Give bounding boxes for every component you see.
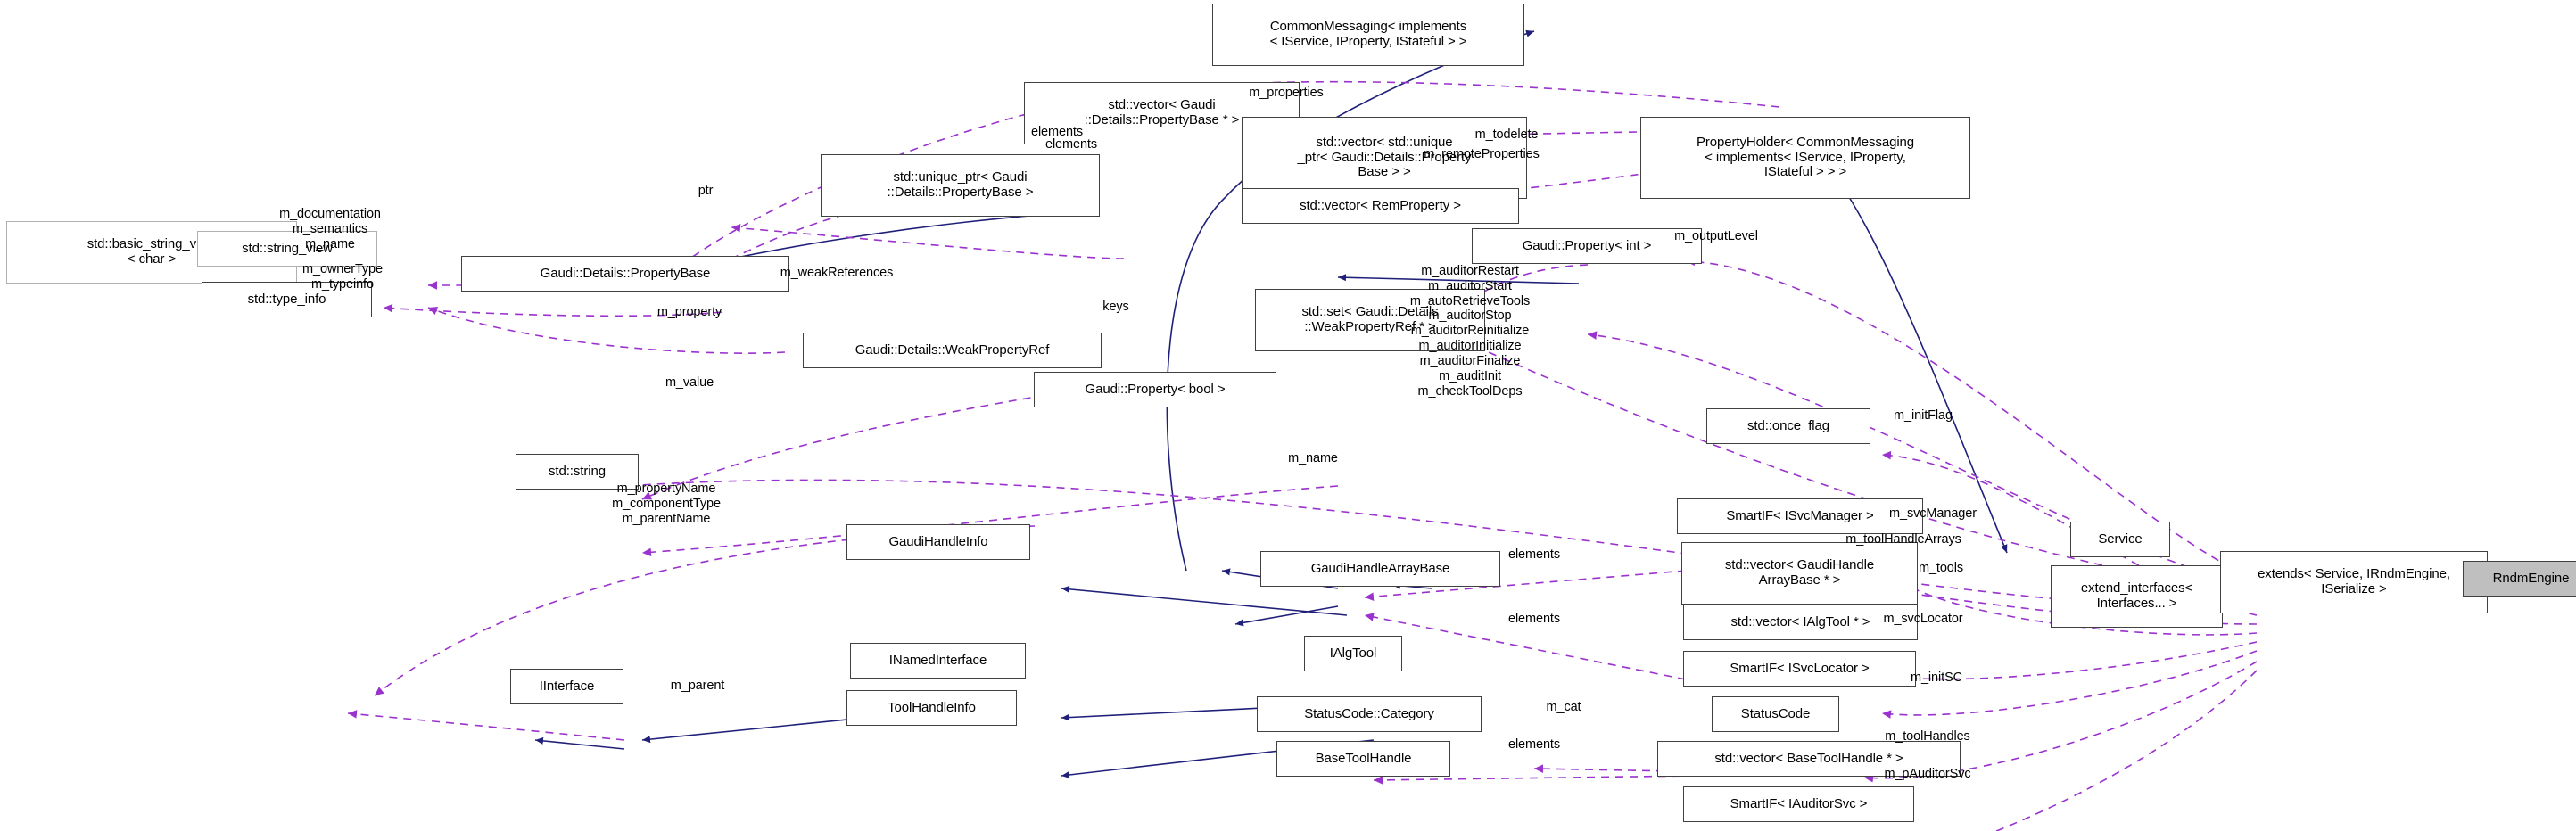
- edge-label-m_todelete: m_todelete: [1474, 128, 1539, 142]
- edge-label-elements-btoolhandle: elements: [1507, 737, 1561, 752]
- class-node-property_base[interactable]: Gaudi::Details::PropertyBase: [461, 256, 789, 292]
- class-node-property_bool[interactable]: Gaudi::Property< bool >: [1034, 372, 1276, 407]
- class-node-string_view[interactable]: std::string_view: [197, 231, 377, 267]
- edge-label-m_parent: m_parent: [670, 679, 725, 693]
- class-node-inamed_interface[interactable]: INamedInterface: [850, 643, 1026, 679]
- edge-label-m_name: m_name: [1288, 451, 1338, 465]
- class-node-property_holder[interactable]: PropertyHolder< CommonMessaging < implem…: [1640, 117, 1970, 199]
- edge-label-m_cat: m_cat: [1546, 700, 1581, 714]
- edge-label-auditor-list: m_auditorRestart m_auditorStart m_autoRe…: [1409, 264, 1531, 399]
- class-node-iinterface[interactable]: IInterface: [510, 669, 623, 704]
- class-node-service[interactable]: Service: [2070, 522, 2170, 557]
- class-node-once_flag[interactable]: std::once_flag: [1706, 408, 1870, 444]
- class-node-status_code[interactable]: StatusCode: [1712, 696, 1839, 732]
- class-node-std_string[interactable]: std::string: [516, 454, 639, 490]
- class-node-base_tool_handle[interactable]: BaseToolHandle: [1276, 741, 1450, 777]
- edge-label-m_value: m_value: [665, 375, 714, 390]
- class-node-gaudi_handle_info[interactable]: GaudiHandleInfo: [846, 524, 1030, 560]
- class-node-tool_handle_info[interactable]: ToolHandleInfo: [846, 690, 1017, 726]
- edge-label-m_svcLocator: m_svcLocator: [1883, 612, 1963, 626]
- class-node-rndm_engine[interactable]: RndmEngine: [2463, 561, 2576, 597]
- edge-label-m_pAuditorSvc: m_pAuditorSvc: [1884, 767, 1971, 781]
- class-node-property_int[interactable]: Gaudi::Property< int >: [1472, 228, 1702, 264]
- class-node-smartif_isvcmanager[interactable]: SmartIF< ISvcManager >: [1677, 498, 1923, 534]
- edge-label-keys: keys: [1102, 300, 1129, 314]
- edge-label-m_svcManager: m_svcManager: [1889, 506, 1977, 521]
- edge-label-m_tools: m_tools: [1918, 561, 1964, 575]
- class-node-smartif_iauditorsvc[interactable]: SmartIF< IAuditorSvc >: [1683, 786, 1914, 822]
- class-node-smartif_isvclocator[interactable]: SmartIF< ISvcLocator >: [1683, 651, 1916, 687]
- edge-label-elements-ialgtool: elements: [1507, 612, 1561, 626]
- class-node-status_code_category[interactable]: StatusCode::Category: [1257, 696, 1482, 732]
- edge-label-elements-gha: elements: [1507, 547, 1561, 562]
- edge-label-m_toolHandleArrays: m_toolHandleArrays: [1845, 532, 1961, 547]
- edge-label-m_remoteProperties: m_remoteProperties: [1424, 147, 1540, 161]
- class-node-type_info[interactable]: std::type_info: [202, 282, 372, 317]
- edge-label-m_toolHandles: m_toolHandles: [1885, 729, 1970, 744]
- edge-label-m_ownerType: m_ownerType m_typeinfo: [302, 262, 383, 292]
- class-node-gaudi_handle_array_base[interactable]: GaudiHandleArrayBase: [1260, 551, 1500, 587]
- edge-label-m_properties: m_properties: [1249, 86, 1324, 100]
- class-node-common_messaging[interactable]: CommonMessaging< implements < IService, …: [1212, 4, 1524, 66]
- class-node-extends_service[interactable]: extends< Service, IRndmEngine, ISerializ…: [2220, 551, 2488, 613]
- edge-label-elements-unique-ptr: elements: [1044, 137, 1098, 152]
- edge-label-m_property: m_property: [656, 305, 722, 319]
- class-node-unique_ptr_property_base[interactable]: std::unique_ptr< Gaudi ::Details::Proper…: [821, 154, 1100, 217]
- edge-label-m_initFlag: m_initFlag: [1894, 408, 1953, 423]
- edge-label-m_documentation: m_documentation m_semantics m_name: [279, 207, 381, 251]
- edge-label-m_weakReferences: m_weakReferences: [780, 266, 894, 280]
- class-node-vector_gaudihandle_array_base[interactable]: std::vector< GaudiHandle ArrayBase * >: [1681, 542, 1918, 605]
- class-node-ialgtool[interactable]: IAlgTool: [1304, 636, 1402, 671]
- edge-label-m_propertyName: m_propertyName m_componentType m_parentN…: [612, 481, 721, 526]
- edge-label-m_initSC: m_initSC: [1910, 671, 1963, 685]
- class-node-vector_remproperty[interactable]: std::vector< RemProperty >: [1242, 188, 1519, 224]
- class-node-extend_interfaces[interactable]: extend_interfaces< Interfaces... >: [2051, 565, 2223, 628]
- edge-label-ptr: ptr: [698, 184, 714, 198]
- class-node-weak_property_ref[interactable]: Gaudi::Details::WeakPropertyRef: [803, 333, 1102, 368]
- edge-label-m_outputLevel: m_outputLevel: [1674, 229, 1758, 243]
